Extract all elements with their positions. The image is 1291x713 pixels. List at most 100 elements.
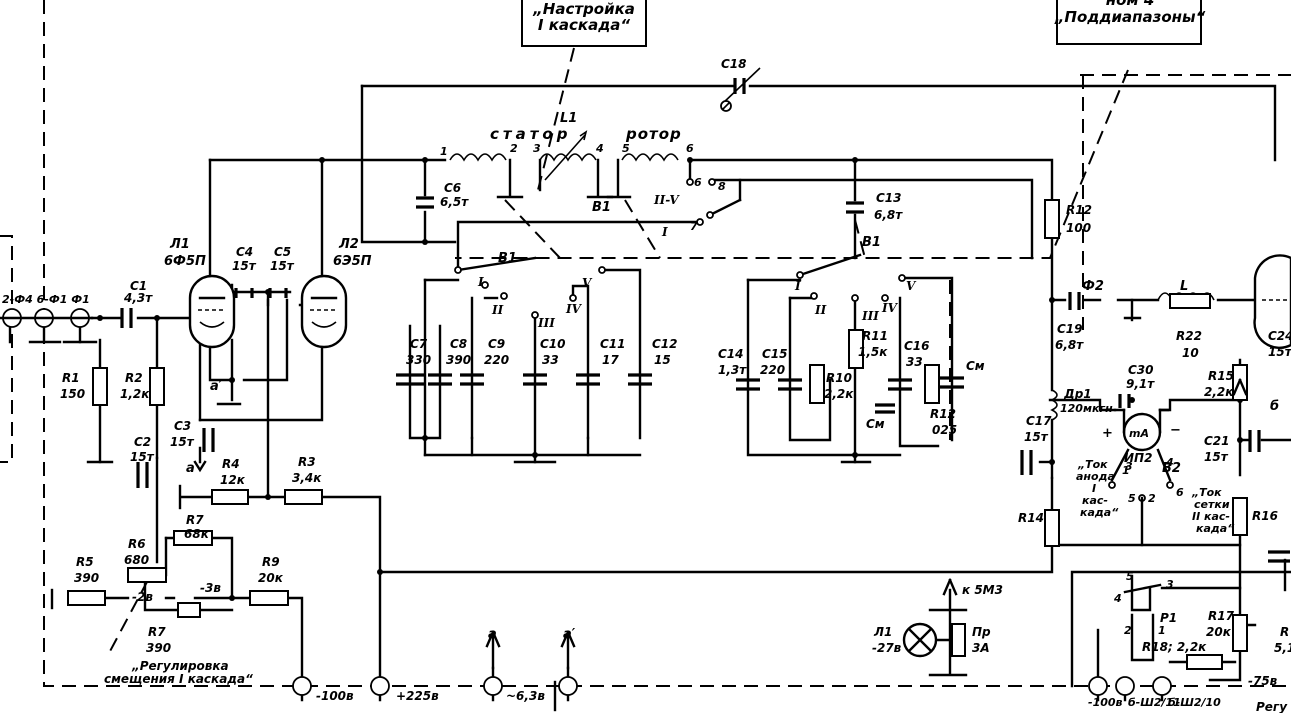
pin-3: 3 — [533, 142, 541, 155]
grid-l1: „Ток — [1191, 486, 1222, 499]
l1-label: L1 — [560, 111, 577, 126]
r14-ref: R14 — [1018, 511, 1044, 525]
term-a-prime: а′ — [563, 627, 576, 642]
bias-caption-2: смещения I каскада“ — [104, 672, 253, 686]
c10-val: 33 — [542, 353, 559, 367]
pin-6: 6 — [686, 142, 694, 155]
r2-val: 1,2к — [120, 387, 150, 401]
r9-ref: R9 — [262, 555, 280, 569]
c6-val: 6,5т — [440, 195, 469, 209]
c5-ref: C5 — [274, 245, 291, 259]
bias-m2: -2в — [132, 590, 153, 604]
cm1-label: Cм — [966, 359, 985, 373]
pin-2: 2 — [510, 142, 518, 155]
rotor-label: ротор — [625, 125, 682, 143]
l1-tube-ref: Л1 — [169, 237, 190, 252]
resistors — [67, 199, 1248, 670]
right-r: R — [1280, 625, 1289, 639]
l1-tube-type: 6Ф5П — [164, 254, 206, 269]
rom-left-ii: II — [491, 303, 504, 317]
f2-label: Ф2 — [1082, 279, 1104, 294]
stator-inductor — [449, 130, 679, 181]
meter-ref: ИП2 — [1124, 451, 1152, 465]
relay-pin4: 4 — [1113, 592, 1122, 605]
anode-l3: I — [1092, 482, 1096, 495]
grid-l2: сетки — [1194, 498, 1230, 511]
lamp-l1 — [902, 622, 966, 658]
r18-ref: R18; 2,2к — [1142, 640, 1207, 654]
r17-val: 20к — [1206, 625, 1232, 639]
r3-ref: R3 — [298, 455, 316, 469]
tube-l2 — [300, 274, 348, 349]
switch-contacts — [454, 100, 906, 319]
term-r-m100: -100в — [1088, 696, 1123, 709]
rom-left-iv: IV — [565, 302, 583, 316]
bias-caption-1: „Регулировка — [131, 659, 229, 673]
lamp-val: -27в — [872, 641, 902, 655]
r15-ref: R15 — [1208, 369, 1234, 383]
anode-l2: анода — [1076, 470, 1115, 483]
c11-val: 17 — [602, 353, 619, 367]
c3-ref: C3 — [174, 419, 191, 433]
r5-val: 390 — [74, 571, 99, 585]
subbands-box: ном 4 „Поддиапазоны“ — [1054, 0, 1206, 45]
labels: L1 статор ротор 1 2 3 4 5 6 6 8 7 L Др1 … — [2, 57, 1291, 713]
tune-stage1-box: „Настройка I каскада“ — [521, 0, 647, 47]
meter-minus: − — [1170, 423, 1181, 438]
sw-ii-v: II-V — [653, 193, 680, 207]
r15-val: 2,2к — [1204, 385, 1234, 399]
r4-val: 12к — [220, 473, 246, 487]
r4-ref: R4 — [222, 457, 240, 471]
inductor-l-label: L — [1180, 279, 1188, 294]
r11-val: 1,5к — [858, 345, 888, 359]
r7a-val: 68к — [184, 527, 210, 541]
term-ac63: ~6,3в — [506, 689, 545, 703]
c19-ref: C19 — [1057, 322, 1083, 336]
input-connectors — [0, 308, 98, 344]
c14-ref: C14 — [718, 347, 744, 361]
pin-6b: 6 — [694, 176, 702, 189]
k5m3-label: к 5М3 — [962, 583, 1003, 597]
c14-val: 1,3т — [718, 363, 747, 377]
pin-4: 4 — [595, 142, 604, 155]
term-p225: +225в — [396, 689, 439, 703]
rom-right-i: I — [794, 279, 801, 293]
c8-ref: C8 — [450, 337, 467, 351]
c24-ref: C24 — [1268, 329, 1291, 343]
r12a-ref: R12 — [930, 407, 956, 421]
relay-pin3: 3 — [1166, 578, 1174, 591]
stator-label: статор — [490, 125, 571, 143]
rom-right-v: V — [906, 279, 917, 293]
term-r-sh211: б-Ш2/11 — [1128, 696, 1181, 709]
sw-i: I — [661, 225, 668, 239]
node-a-prime: а′ — [210, 379, 223, 394]
meter-pin1: 1 — [1122, 464, 1130, 477]
r22-ref: R22 — [1176, 329, 1202, 343]
pin-7: 7 — [690, 220, 698, 233]
node-a: а — [186, 461, 195, 476]
r12b-val: 100 — [1066, 221, 1091, 235]
c5-val: 15т — [270, 259, 295, 273]
r12b-ref: R12 — [1066, 203, 1092, 217]
anode-l1: „Ток — [1077, 458, 1108, 471]
c2-ref: C2 — [134, 435, 151, 449]
bottom-terminals — [193, 378, 1248, 696]
c19-val: 6,8т — [1055, 338, 1084, 352]
r7b-ref: R7 — [148, 625, 166, 639]
r1-val: 150 — [60, 387, 85, 401]
r17-ref: R17 — [1208, 609, 1235, 623]
c2-val: 15т — [130, 450, 155, 464]
c24-val: 15т — [1268, 345, 1291, 359]
fuse-val: 3А — [972, 641, 990, 655]
lamp-ref: Л1 — [873, 625, 892, 639]
meter-pin3: 3 — [1125, 460, 1133, 473]
tune-line1: „Настройка — [532, 0, 635, 18]
right-51: 5,1 — [1274, 641, 1291, 655]
c16-val: 33 — [906, 355, 923, 369]
c4-ref: C4 — [236, 245, 253, 259]
c15-ref: C15 — [762, 347, 788, 361]
r3-val: 3,4к — [292, 471, 322, 485]
anode-l5: када“ — [1080, 506, 1119, 519]
node-b6: б — [1270, 399, 1279, 414]
rom-left-i: I — [477, 275, 484, 289]
